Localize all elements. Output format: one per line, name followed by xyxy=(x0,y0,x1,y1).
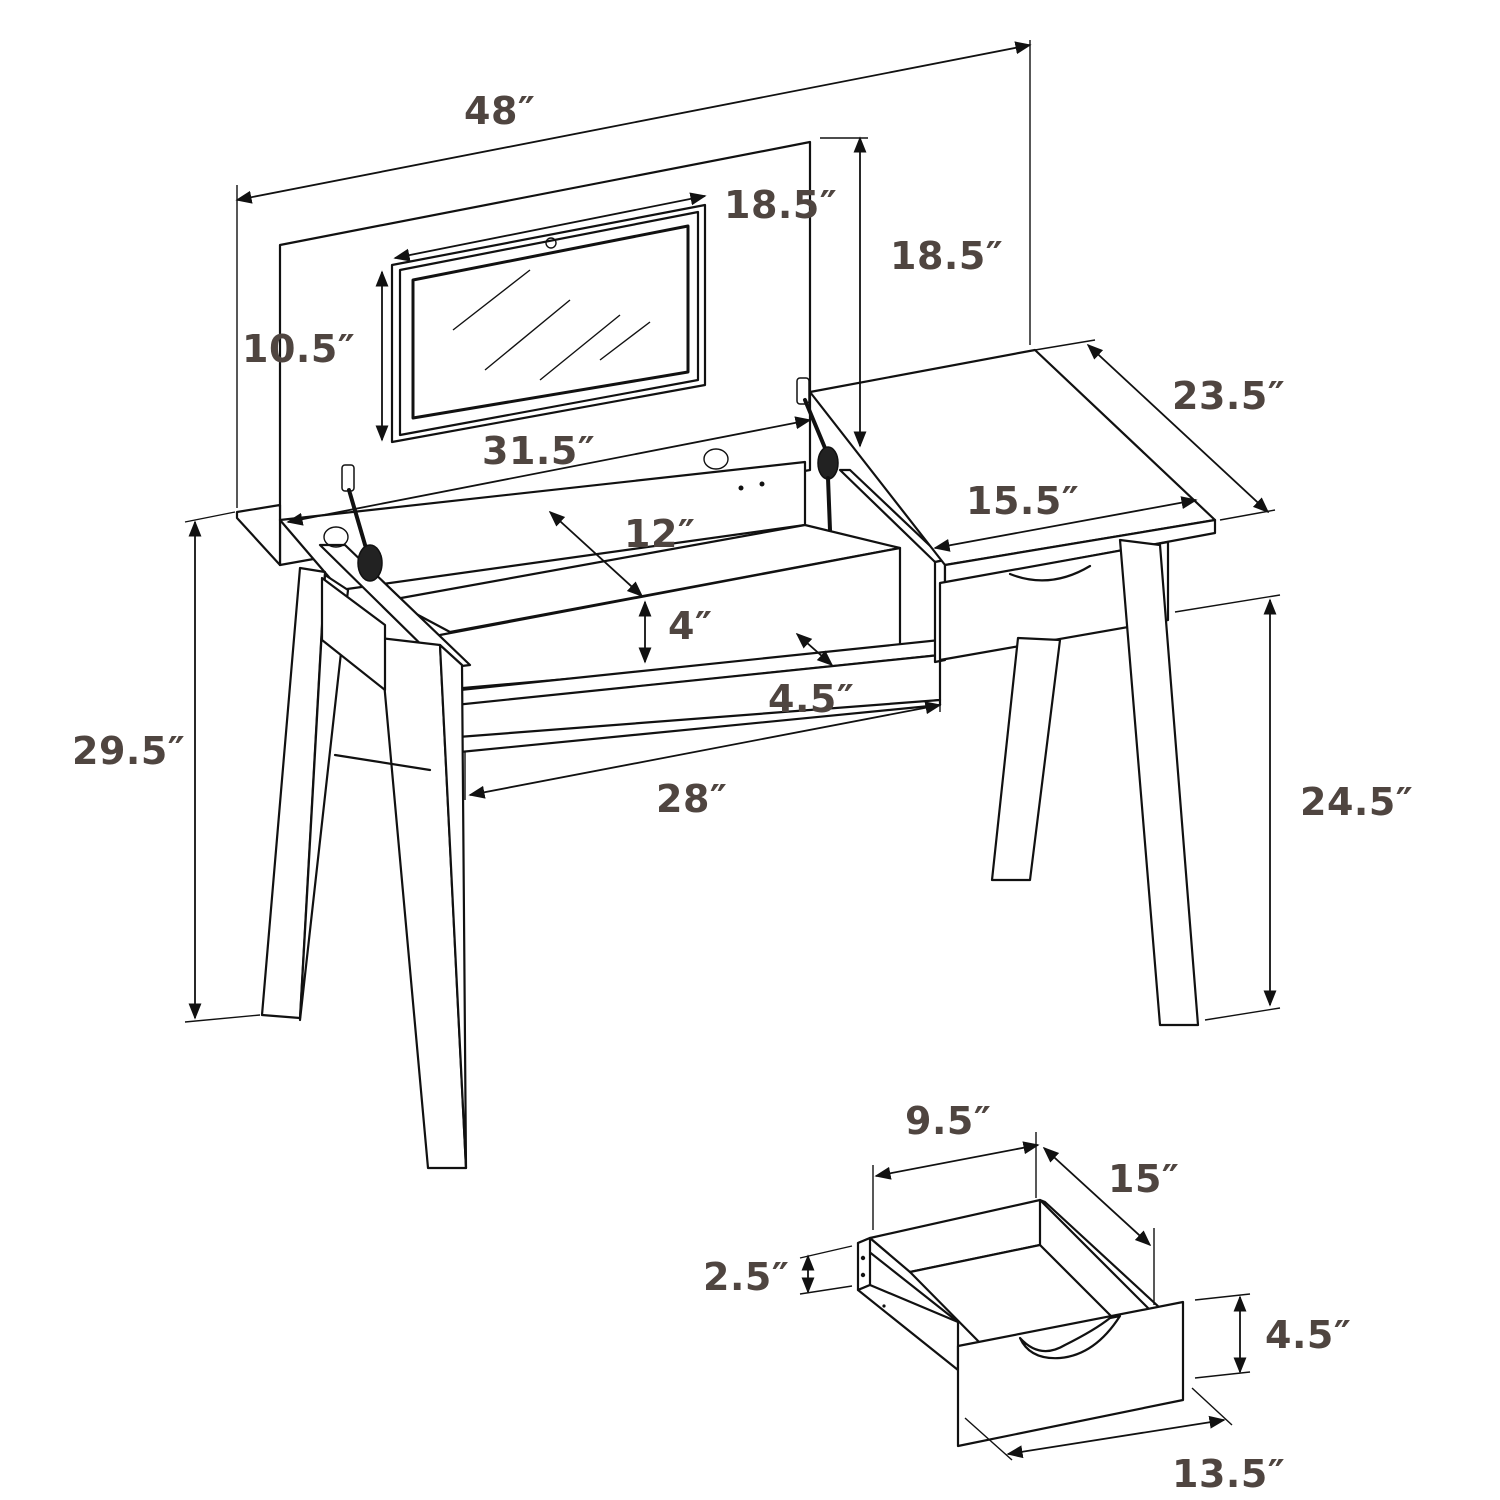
label-knee-clearance: 24.5″ xyxy=(1300,780,1414,824)
label-mirror-height: 10.5″ xyxy=(242,327,356,371)
label-drawer-front-height: 4.5″ xyxy=(1265,1313,1352,1357)
label-overall-height: 29.5″ xyxy=(72,729,186,773)
label-mirror-width: 31.5″ xyxy=(482,429,596,473)
label-drawer-width: 9.5″ xyxy=(905,1099,992,1143)
label-lid-height-outer: 18.5″ xyxy=(890,234,1004,278)
lid-hinge-right xyxy=(796,377,839,532)
label-desk-depth: 23.5″ xyxy=(1172,374,1286,418)
label-overall-width: 48″ xyxy=(464,89,536,133)
drawer-detail xyxy=(799,1132,1251,1461)
mirror xyxy=(390,203,707,444)
label-front-ledge-depth: 4.5″ xyxy=(768,677,855,721)
desk-legs xyxy=(260,538,1200,1170)
label-storage-width: 28″ xyxy=(656,777,728,821)
label-drawer-side-height: 2.5″ xyxy=(703,1255,790,1299)
label-drawer-front-width: 13.5″ xyxy=(1172,1452,1286,1496)
label-drawer-depth: 15″ xyxy=(1108,1157,1180,1201)
label-storage-depth: 12″ xyxy=(624,512,696,556)
label-storage-height: 4″ xyxy=(668,604,713,648)
dimension-lines xyxy=(184,40,1281,1023)
label-lid-height-inner: 18.5″ xyxy=(724,183,838,227)
label-drawer-section-width: 15.5″ xyxy=(966,479,1080,523)
